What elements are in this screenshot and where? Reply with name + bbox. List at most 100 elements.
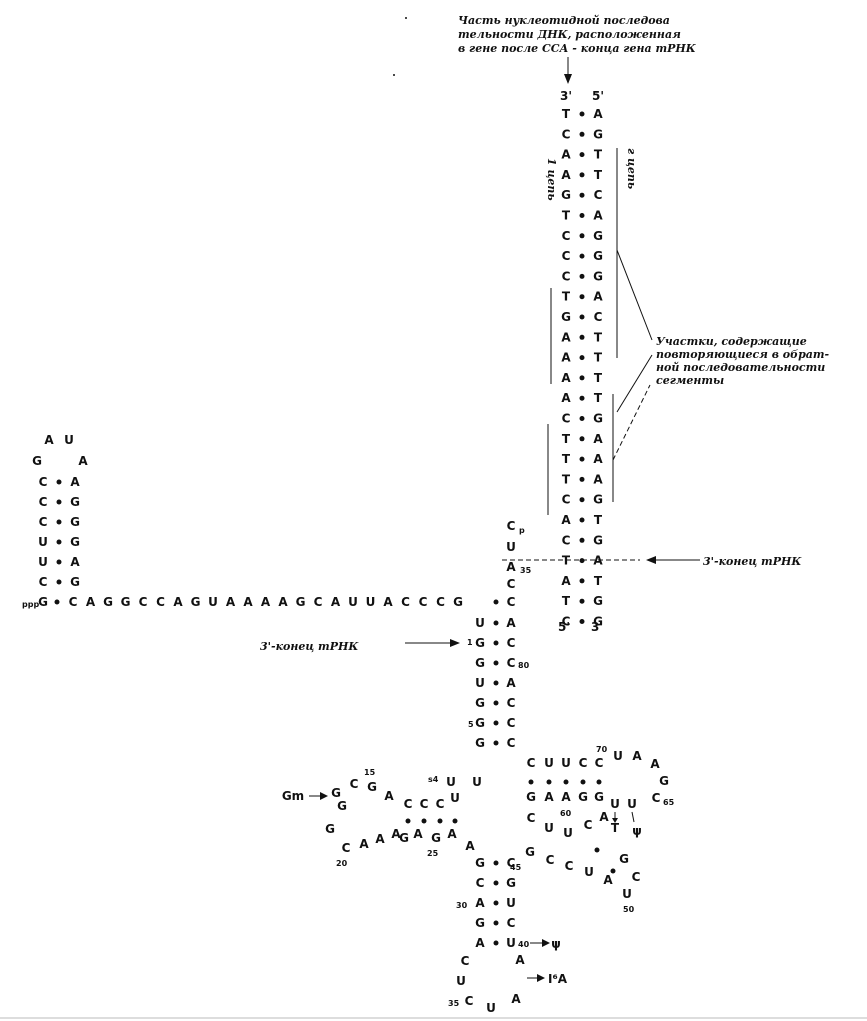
linker-base: G [121, 595, 131, 609]
t-mod1-arrow-head [612, 818, 618, 823]
dna-left-base: G [561, 188, 571, 202]
dna-left-base: C [562, 412, 571, 426]
dna-pair-dot [579, 355, 585, 361]
hairpin-left-base: C [39, 495, 48, 509]
num-80: 80 [518, 661, 530, 670]
ppp-label: ppp [22, 600, 39, 609]
linker-base: C [314, 595, 323, 609]
num-70: 70 [596, 745, 608, 754]
ac-pair-dot [493, 900, 499, 906]
dna-pair-dot [579, 558, 585, 564]
d-loop-base: C [350, 777, 359, 791]
dna-pair-dot [579, 152, 585, 158]
dna-pair-dot [579, 273, 585, 279]
var-base: G [525, 845, 535, 859]
linker-base: A [86, 595, 96, 609]
dna-pair-dot [579, 131, 585, 137]
var-base: G [619, 852, 629, 866]
boundary-left: 3'-конец тРНК [260, 639, 460, 653]
hairpin-loop-g: G [32, 454, 42, 468]
dna-pair-dot [579, 395, 585, 401]
boundary-right: 3'-конец тРНК [502, 555, 802, 568]
hairpin-pair-dot [56, 499, 62, 505]
num-45: 45 [510, 863, 522, 872]
t-mod-t: T [611, 821, 620, 835]
t-stem-pair-dot [580, 779, 586, 785]
chain-r-label: г цепь [625, 148, 638, 189]
hairpin-left-base: U [38, 535, 48, 549]
hairpin-loop-u: U [64, 433, 74, 447]
acceptor-right-base: A [506, 616, 516, 630]
dna-right-base: T [594, 330, 603, 344]
d-loop-base: A [384, 789, 394, 803]
t-stem-bottom-base: U [610, 797, 620, 811]
gm-arrow-head [320, 792, 328, 800]
dna-pair-dot [579, 476, 585, 482]
gm-label: Gm [282, 789, 304, 803]
t-stem-bottom-base: A [544, 790, 554, 804]
ac-right-base: U [506, 896, 516, 910]
linker-base: U [348, 595, 358, 609]
t-stem-top-base: C [595, 756, 604, 770]
psi-arrow-head [542, 939, 550, 947]
d-loop-base: G [367, 780, 377, 794]
dna-pair-dot [579, 456, 585, 462]
num-60: 60 [560, 809, 572, 818]
d-loop-base: G [331, 786, 341, 800]
d-stem-bottom-base: G [431, 831, 441, 845]
dna-right-base: G [593, 412, 603, 426]
dna-pair-dot [579, 375, 585, 381]
dna-left-base: A [561, 371, 571, 385]
num-s4: s4 [428, 775, 439, 784]
t-stem-bottom-base: G [526, 790, 536, 804]
linker-base: A [331, 595, 341, 609]
dna-right-base: T [594, 148, 603, 162]
var-pair-dot [610, 868, 616, 874]
ac-i6a: I⁶A [548, 972, 568, 986]
dna-left-base: A [561, 351, 571, 365]
linker-base: C [139, 595, 148, 609]
dna-right-base: G [593, 615, 603, 629]
dna-right-base: T [594, 168, 603, 182]
hairpin-loop-a2: A [78, 454, 88, 468]
ac-loop-base: U [486, 1001, 496, 1015]
acceptor-right-base: C [507, 636, 516, 650]
t-stem-bottom-base: G [578, 790, 588, 804]
dna-pair-dot [579, 619, 585, 624]
var-base: C [527, 811, 536, 825]
linker-pair-dot [493, 599, 499, 605]
dna-top-right-end: 5' [592, 89, 604, 103]
t-stem-bottom-base: U [627, 797, 637, 811]
pointer-line-1 [616, 249, 653, 341]
dna-right-base: G [593, 127, 603, 141]
acceptor-right-base: A [506, 676, 516, 690]
ac-pair-dot [493, 920, 499, 926]
dna-pair-dot [579, 497, 585, 503]
tail-c2: C [507, 577, 516, 591]
acceptor-left-base: G [475, 716, 485, 730]
ac-loop-base: C [461, 954, 470, 968]
ac-left-base: G [475, 856, 485, 870]
t-mod-psi: ψ [632, 824, 642, 838]
acceptor-pair-dot [493, 680, 499, 686]
pointer-line-3 [612, 384, 651, 461]
caption: Часть нуклеотидной последова тельности Д… [458, 14, 697, 84]
dna-left-base: C [562, 249, 571, 263]
hairpin-first-pair-dot [54, 599, 60, 605]
acceptor-pair-dot [493, 660, 499, 666]
linker-base: U [208, 595, 218, 609]
acceptor-left-base: G [475, 636, 485, 650]
var-base: A [599, 810, 609, 824]
linker-base: C [419, 595, 428, 609]
dna-pair-dot [579, 537, 585, 543]
hairpin-right-base: G [70, 495, 80, 509]
linker-base: C [436, 595, 445, 609]
t-stem-pair-dot [528, 779, 534, 785]
hairpin-pair-dot [56, 479, 62, 485]
t-loop-base: G [659, 774, 669, 788]
num-65: 65 [663, 798, 675, 807]
dna-pair-dot [579, 517, 585, 523]
